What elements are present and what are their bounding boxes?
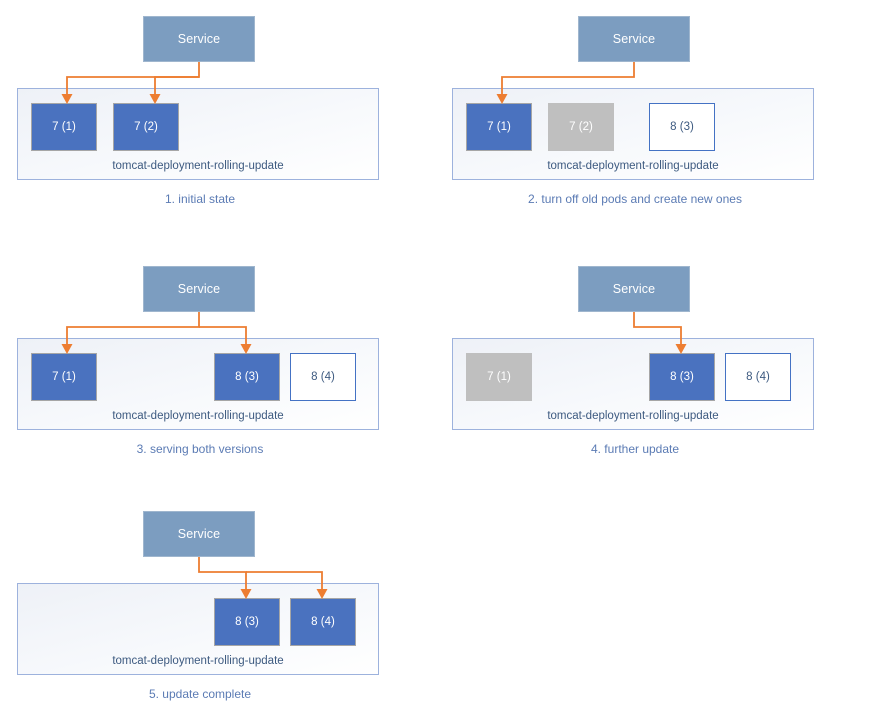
deployment-box[interactable]: 7 (1) 8 (3) 8 (4) tomcat-deployment-roll… [452, 338, 814, 430]
service-box[interactable]: Service [578, 16, 690, 62]
pod-label: 7 (2) [134, 121, 158, 133]
panel-turn-off-old-pods: Service 7 (1) 7 (2) 8 (3) tomcat-deploym… [435, 0, 835, 220]
service-label: Service [612, 282, 656, 296]
pod-label: 8 (4) [311, 616, 335, 628]
service-label: Service [612, 32, 656, 46]
pod-label: 8 (4) [311, 371, 335, 383]
deployment-label: tomcat-deployment-rolling-update [547, 410, 719, 422]
pod-box[interactable]: 7 (1) [31, 103, 97, 151]
pod-label: 7 (1) [487, 121, 511, 133]
panel-caption: 2. turn off old pods and create new ones [528, 192, 742, 206]
pod-box[interactable]: 8 (3) [649, 353, 715, 401]
deployment-box[interactable]: 7 (1) 7 (2) tomcat-deployment-rolling-up… [17, 88, 379, 180]
service-label: Service [177, 527, 221, 541]
deployment-box[interactable]: 7 (1) 8 (3) 8 (4) tomcat-deployment-roll… [17, 338, 379, 430]
pod-label: 7 (1) [487, 371, 511, 383]
service-box[interactable]: Service [143, 511, 255, 557]
panel-update-complete: Service 8 (3) 8 (4) tomcat-deployment-ro… [0, 495, 400, 715]
pod-label: 7 (2) [569, 121, 593, 133]
panel-caption: 4. further update [590, 442, 680, 456]
pod-label: 8 (3) [235, 371, 259, 383]
pod-box[interactable]: 7 (1) [31, 353, 97, 401]
pod-box[interactable]: 8 (4) [290, 598, 356, 646]
deployment-label: tomcat-deployment-rolling-update [112, 410, 284, 422]
panel-caption: 5. update complete [148, 687, 252, 701]
pod-box[interactable]: 7 (2) [548, 103, 614, 151]
panel-further-update: Service 7 (1) 8 (3) 8 (4) tomcat-deploym… [435, 250, 835, 470]
deployment-label: tomcat-deployment-rolling-update [547, 160, 719, 172]
service-label: Service [177, 32, 221, 46]
pod-box[interactable]: 8 (4) [290, 353, 356, 401]
pod-box[interactable]: 7 (1) [466, 353, 532, 401]
pod-box[interactable]: 7 (1) [466, 103, 532, 151]
service-box[interactable]: Service [143, 16, 255, 62]
panel-caption: 3. serving both versions [136, 442, 264, 456]
deployment-label: tomcat-deployment-rolling-update [112, 655, 284, 667]
deployment-box[interactable]: 7 (1) 7 (2) 8 (3) tomcat-deployment-roll… [452, 88, 814, 180]
pod-box[interactable]: 8 (3) [214, 353, 280, 401]
deployment-box[interactable]: 8 (3) 8 (4) tomcat-deployment-rolling-up… [17, 583, 379, 675]
pod-label: 8 (4) [746, 371, 770, 383]
pod-label: 7 (1) [52, 121, 76, 133]
pod-label: 8 (3) [670, 371, 694, 383]
service-box[interactable]: Service [578, 266, 690, 312]
panel-initial-state: Service 7 (1) 7 (2) tomcat-deployment-ro… [0, 0, 400, 220]
panel-serving-both-versions: Service 7 (1) 8 (3) 8 (4) tomcat-deploym… [0, 250, 400, 470]
pod-box[interactable]: 8 (3) [214, 598, 280, 646]
pod-box[interactable]: 8 (4) [725, 353, 791, 401]
pod-box[interactable]: 7 (2) [113, 103, 179, 151]
pod-label: 8 (3) [670, 121, 694, 133]
pod-label: 7 (1) [52, 371, 76, 383]
pod-label: 8 (3) [235, 616, 259, 628]
deployment-label: tomcat-deployment-rolling-update [112, 160, 284, 172]
panel-caption: 1. initial state [164, 192, 236, 206]
service-box[interactable]: Service [143, 266, 255, 312]
service-label: Service [177, 282, 221, 296]
pod-box[interactable]: 8 (3) [649, 103, 715, 151]
